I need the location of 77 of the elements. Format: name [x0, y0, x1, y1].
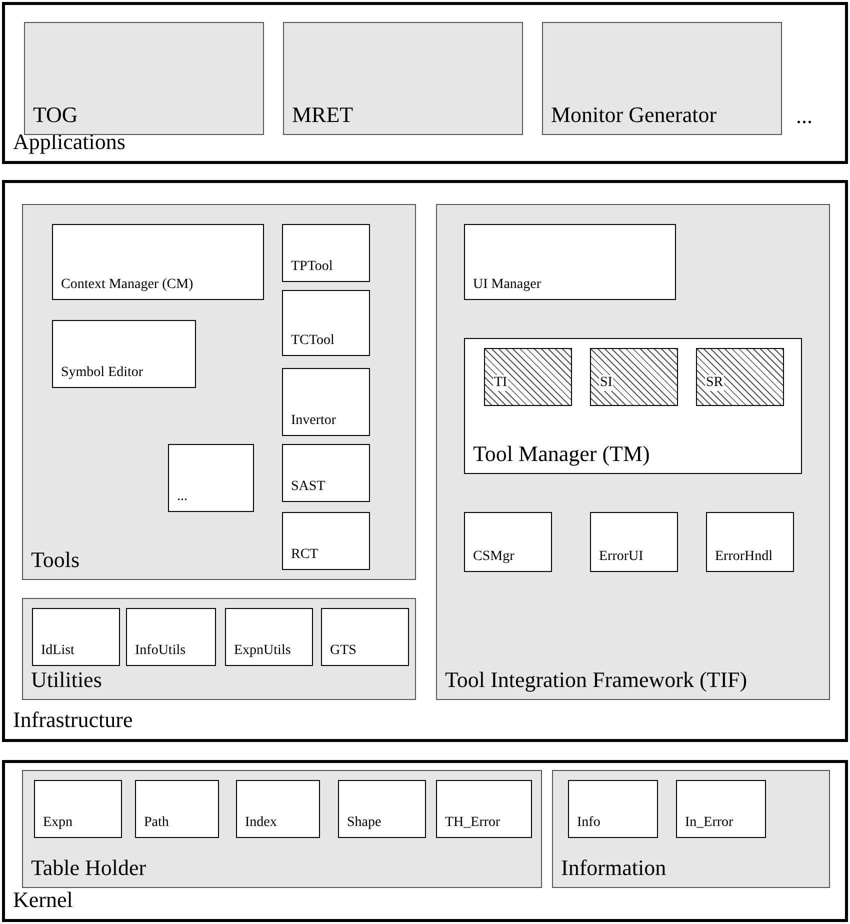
component-box — [52, 224, 264, 300]
group-panel — [552, 770, 830, 888]
box-label: TPTool — [291, 259, 333, 275]
ellipsis-text: ... — [796, 103, 812, 129]
group-title: Tools — [31, 547, 80, 573]
component-box — [236, 780, 320, 838]
box-label: Invertor — [291, 413, 336, 429]
component-box — [321, 608, 409, 666]
component-box — [464, 512, 552, 572]
component-box — [706, 512, 794, 572]
box-label: GTS — [330, 643, 356, 659]
box-label: In_Error — [685, 815, 734, 831]
component-box — [590, 512, 678, 572]
box-label: Expn — [43, 815, 73, 831]
component-box — [464, 338, 802, 474]
box-label: IdList — [41, 643, 74, 659]
group-panel — [436, 204, 830, 700]
box-label: ErrorHndl — [715, 549, 773, 565]
component-box — [282, 368, 370, 436]
component-box — [32, 608, 120, 666]
component-box — [676, 780, 766, 838]
component-box — [464, 224, 676, 300]
group-title: Information — [561, 855, 666, 881]
component-box — [282, 512, 370, 570]
box-label: Context Manager (CM) — [61, 277, 194, 293]
box-label: InfoUtils — [135, 643, 186, 659]
box-label: ... — [177, 489, 188, 505]
box-label: UI Manager — [473, 277, 542, 293]
group-title: Tool Integration Framework (TIF) — [445, 667, 748, 693]
box-label: TCTool — [291, 333, 334, 349]
layer-panel — [2, 180, 848, 742]
layer-title: Kernel — [13, 887, 73, 913]
box-label: ErrorUI — [599, 549, 644, 565]
layer-title: Infrastructure — [13, 707, 133, 733]
box-label: TOG — [33, 102, 78, 128]
component-box — [282, 224, 370, 282]
box-label: Info — [577, 815, 600, 831]
component-box — [52, 320, 196, 388]
component-box — [168, 444, 254, 512]
group-panel — [22, 598, 416, 700]
component-box — [338, 780, 426, 838]
box-label: MRET — [292, 102, 354, 128]
component-box — [282, 444, 370, 502]
box-label: RCT — [291, 547, 318, 563]
group-title: Table Holder — [31, 855, 146, 881]
box-label: ExpnUtils — [234, 643, 291, 659]
layer-panel — [2, 2, 848, 164]
box-label: SAST — [291, 479, 326, 495]
component-box — [126, 608, 216, 666]
application-box — [542, 22, 782, 135]
box-label: Path — [144, 815, 169, 831]
box-label: SI — [599, 375, 614, 391]
component-box — [225, 608, 313, 666]
hatched-box — [590, 348, 678, 406]
box-label: SR — [705, 375, 724, 391]
application-box — [283, 22, 523, 135]
box-label: Tool Manager (TM) — [473, 441, 650, 467]
box-label: Shape — [347, 815, 382, 831]
hatched-box — [696, 348, 784, 406]
component-box — [282, 290, 370, 356]
component-box — [436, 780, 532, 838]
hatched-box — [484, 348, 572, 406]
group-panel — [22, 770, 542, 888]
box-label: Index — [245, 815, 277, 831]
component-box — [135, 780, 219, 838]
application-box — [24, 22, 264, 135]
box-label: CSMgr — [473, 549, 514, 565]
box-label: Monitor Generator — [551, 102, 717, 128]
group-title: Utilities — [31, 667, 102, 693]
group-panel — [22, 204, 416, 580]
box-label: TH_Error — [445, 815, 500, 831]
layer-title: Applications — [13, 129, 126, 155]
component-box — [568, 780, 658, 838]
layer-panel — [2, 760, 848, 922]
box-label: Symbol Editor — [61, 365, 144, 381]
component-box — [34, 780, 122, 838]
box-label: TI — [493, 375, 508, 391]
